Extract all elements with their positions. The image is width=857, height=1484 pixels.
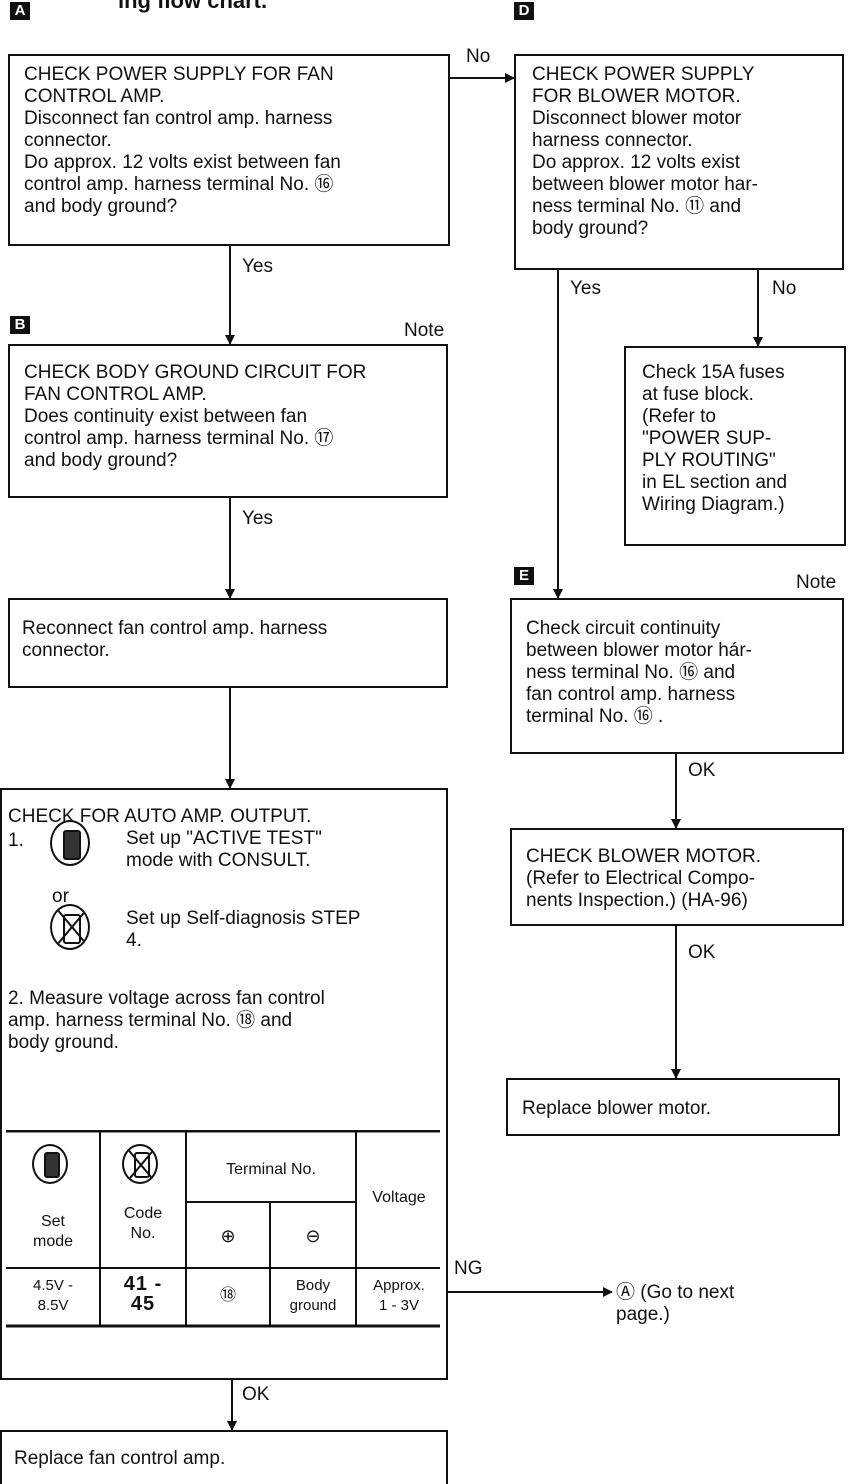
header-minus: ⊖ [305, 1226, 321, 1246]
step-d-text: CHECK POWER SUPPLY FOR BLOWER MOTOR. Dis… [532, 64, 758, 239]
step-d-box: CHECK POWER SUPPLY FOR BLOWER MOTOR. Dis… [514, 54, 844, 270]
fuse-check-box: Check 15A fuses at fuse block. (Refer to… [624, 346, 846, 546]
cell-code: 41 - 45 [123, 1273, 163, 1315]
note-b: Note [404, 320, 445, 341]
label-c-ok: OK [242, 1384, 270, 1405]
step-c-step1: Set up "ACTIVE TEST" mode with CONSULT. [126, 828, 322, 871]
header-terminal-no: Terminal No. [226, 1161, 316, 1178]
cell-minus-terminal: Body ground [289, 1277, 337, 1314]
header-fragment: ing flow chart. [118, 0, 268, 13]
marker-a: A [10, 2, 30, 20]
consult-icon [50, 820, 90, 866]
set-mode-icon [32, 1144, 68, 1184]
replace-blower-text: Replace blower motor. [522, 1098, 712, 1119]
check-blower-box: CHECK BLOWER MOTOR. (Refer to Electrical… [510, 828, 844, 926]
code-no-icon [122, 1144, 158, 1184]
step-c-title: CHECK FOR AUTO AMP. OUTPUT. [8, 806, 312, 827]
header-set-mode: Set mode [32, 1213, 74, 1250]
reconnect-text: Reconnect fan control amp. harness conne… [22, 618, 328, 661]
marker-d: D [514, 2, 534, 20]
step-e-text: Check circuit continuity between blower … [526, 618, 752, 727]
voltage-table-grid [6, 1130, 440, 1328]
cell-plus-terminal: ⑱ [219, 1287, 236, 1304]
label-a-yes: Yes [242, 256, 273, 277]
replace-fan-amp-text: Replace fan control amp. [14, 1448, 226, 1469]
marker-b: B [10, 316, 30, 334]
label-a-no: No [466, 46, 491, 67]
label-e-ok: OK [688, 760, 716, 781]
label-d-no: No [772, 278, 797, 299]
label-c-ng: NG [454, 1258, 483, 1279]
marker-e: E [514, 567, 534, 585]
no-consult-icon [50, 904, 90, 950]
step-a-box: CHECK POWER SUPPLY FOR FAN CONTROL AMP. … [8, 54, 450, 246]
header-plus: ⊕ [220, 1226, 236, 1246]
step-c-box: CHECK FOR AUTO AMP. OUTPUT. 1. Set up "A… [0, 788, 448, 1380]
header-code-no: Code No. [123, 1205, 163, 1242]
step-b-text: CHECK BODY GROUND CIRCUIT FOR FAN CONTRO… [24, 362, 367, 471]
cell-voltage: Approx. 1 - 3V [373, 1277, 425, 1314]
step-a-text: CHECK POWER SUPPLY FOR FAN CONTROL AMP. … [24, 64, 341, 217]
step-e-box: Check circuit continuity between blower … [510, 598, 844, 754]
step-c-step1-num: 1. [8, 830, 24, 851]
check-blower-text: CHECK BLOWER MOTOR. (Refer to Electrical… [526, 846, 762, 911]
step-c-step2: 2. Measure voltage across fan control am… [8, 988, 325, 1053]
replace-blower-box: Replace blower motor. [506, 1078, 840, 1136]
label-d-yes: Yes [570, 278, 601, 299]
cell-set-mode: 4.5V - 8.5V [32, 1277, 74, 1314]
label-blower-ok: OK [688, 942, 716, 963]
goto-next-page: Ⓐ (Go to next page.) [616, 1282, 735, 1325]
note-e: Note [796, 572, 837, 593]
voltage-table: Set mode Code No. Terminal No. Voltage ⊕… [2, 1130, 446, 1330]
fuse-check-text: Check 15A fuses at fuse block. (Refer to… [642, 362, 788, 515]
reconnect-box: Reconnect fan control amp. harness conne… [8, 598, 448, 688]
step-c-or: or [52, 886, 69, 907]
header-voltage: Voltage [372, 1189, 426, 1206]
step-b-box: CHECK BODY GROUND CIRCUIT FOR FAN CONTRO… [8, 344, 448, 498]
replace-fan-amp-box: Replace fan control amp. [0, 1430, 448, 1484]
step-c-step1b: Set up Self-diagnosis STEP 4. [126, 908, 361, 951]
label-b-yes: Yes [242, 508, 273, 529]
